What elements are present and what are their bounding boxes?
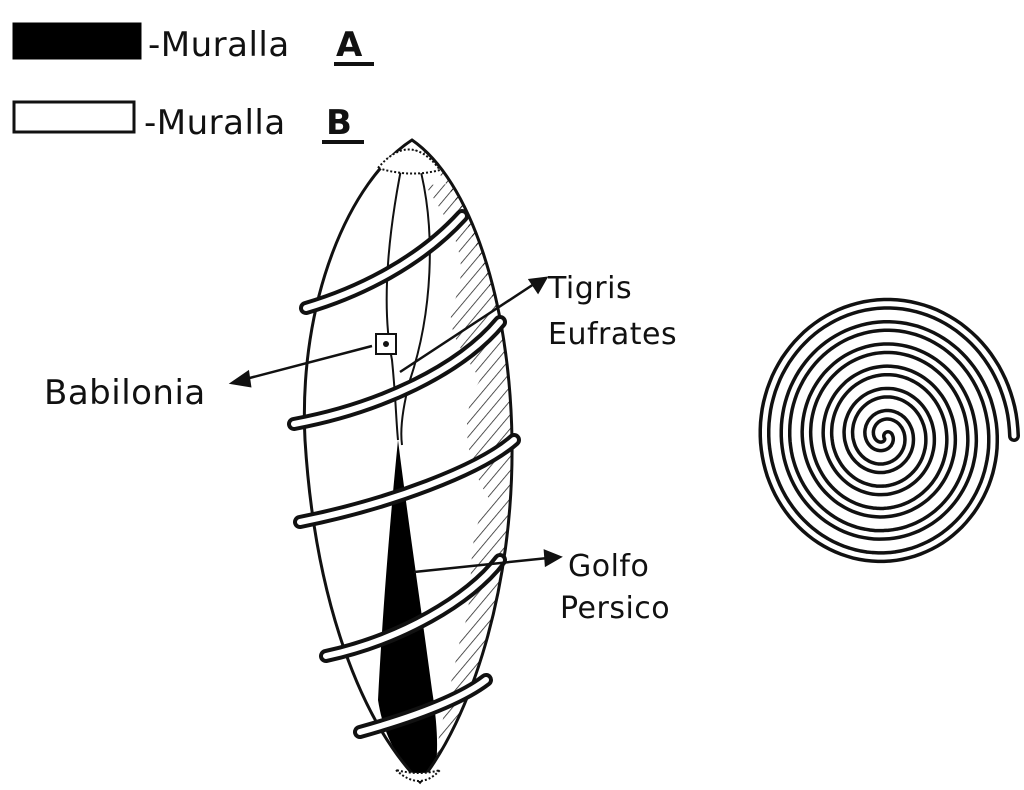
legend: -Muralla A -Muralla B [14, 24, 374, 143]
euphrates-river [401, 150, 430, 445]
label-babilonia: Babilonia [44, 373, 206, 413]
legend-label-wall-b: -Muralla [144, 103, 286, 143]
mesopotamia-spindle [294, 140, 560, 790]
label-eufrates: Eufrates [548, 317, 677, 352]
top-cap [378, 149, 440, 173]
wall-spiral [765, 304, 1015, 557]
legend-label-wall-a: -Muralla [148, 25, 290, 65]
label-persico: Persico [560, 591, 670, 626]
label-golfo: Golfo [568, 549, 649, 584]
label-tigris: Tigris [547, 271, 632, 306]
legend-letter-wall-a: A [336, 25, 363, 65]
legend-letter-wall-b: B [326, 103, 352, 143]
legend-swatch-wall-b [14, 102, 134, 132]
legend-swatch-wall-a [14, 24, 140, 58]
